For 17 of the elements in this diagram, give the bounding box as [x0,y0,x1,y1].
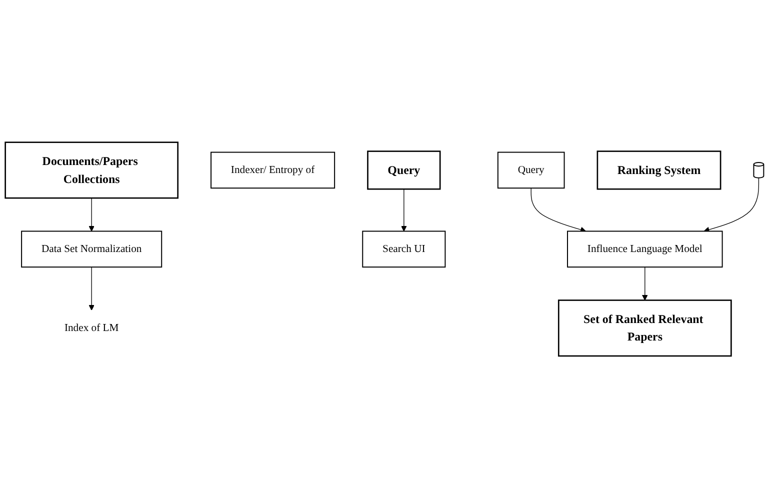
arrow [401,189,407,232]
arrow [642,267,648,301]
arrow [88,198,94,232]
node-text: Index of LM [64,322,119,334]
node-box: Influence Language Model [567,231,723,268]
node-box: Documents/Papers Collections [4,142,178,200]
node-box: Set of Ranked Relevant Papers [558,300,732,357]
node-box: Ranking System [596,150,722,190]
node-cylinder [753,162,764,179]
arrow [88,267,94,311]
node-box: Data Set Normalization [21,231,162,268]
arrow [530,188,586,233]
node-box: Indexer/ Entropy of [210,152,336,189]
node-box: Query [367,150,441,190]
arrow [704,178,760,233]
node-box: Query [497,152,565,189]
node-box: Search UI [362,231,446,268]
